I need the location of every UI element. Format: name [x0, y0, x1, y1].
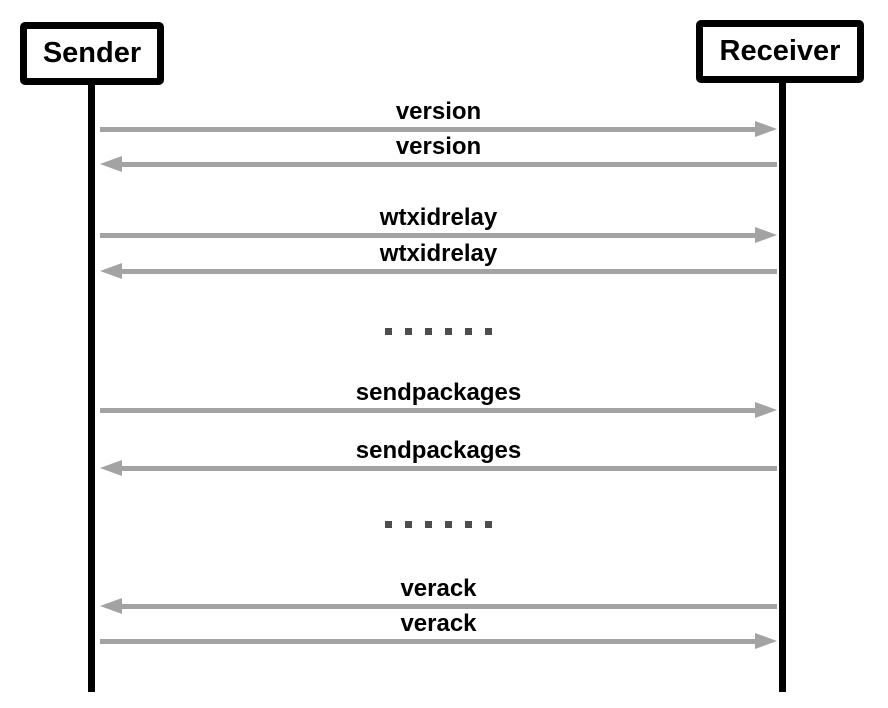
- message-arrow-left: [100, 460, 777, 476]
- message-label: verack: [400, 575, 477, 602]
- dot: [445, 521, 452, 528]
- arrow-line: [119, 269, 777, 274]
- dot: [485, 521, 492, 528]
- arrow-line: [119, 162, 777, 167]
- participant-receiver-label: Receiver: [719, 35, 841, 67]
- message-label: verack: [400, 610, 477, 637]
- dot: [405, 521, 412, 528]
- arrow-line: [119, 604, 777, 609]
- dot: [405, 328, 412, 335]
- receiver-lifeline: [779, 82, 786, 692]
- message-label: sendpackages: [355, 379, 522, 406]
- arrowhead-left-icon: [100, 598, 122, 614]
- dot: [445, 328, 452, 335]
- arrowhead-right-icon: [755, 227, 777, 243]
- arrow-line: [100, 127, 758, 132]
- message-label: version: [395, 133, 482, 160]
- arrow-line: [100, 233, 758, 238]
- ellipsis-dots: [100, 328, 777, 335]
- dot: [385, 328, 392, 335]
- arrowhead-right-icon: [755, 121, 777, 137]
- arrow-line: [119, 466, 777, 471]
- arrowhead-right-icon: [755, 402, 777, 418]
- dot: [425, 521, 432, 528]
- message-label: wtxidrelay: [379, 204, 498, 231]
- arrow-line: [100, 639, 758, 644]
- dot: [425, 328, 432, 335]
- message-label: wtxidrelay: [379, 240, 498, 267]
- message-arrow-right: [100, 633, 777, 649]
- message-arrow-left: [100, 263, 777, 279]
- message-label: version: [395, 98, 482, 125]
- message-label: sendpackages: [355, 437, 522, 464]
- message-arrow-right: [100, 121, 777, 137]
- sender-lifeline: [88, 84, 95, 692]
- message-arrow-left: [100, 156, 777, 172]
- participant-receiver-box: Receiver: [696, 20, 864, 83]
- arrowhead-left-icon: [100, 263, 122, 279]
- ellipsis-dots: [100, 521, 777, 528]
- participant-sender-label: Sender: [42, 37, 142, 69]
- participant-sender-box: Sender: [20, 22, 164, 85]
- dot: [485, 328, 492, 335]
- dot: [385, 521, 392, 528]
- message-arrow-right: [100, 227, 777, 243]
- dot: [465, 521, 472, 528]
- message-arrow-right: [100, 402, 777, 418]
- arrowhead-left-icon: [100, 156, 122, 172]
- arrow-line: [100, 408, 758, 413]
- message-arrow-left: [100, 598, 777, 614]
- arrowhead-right-icon: [755, 633, 777, 649]
- dot: [465, 328, 472, 335]
- arrowhead-left-icon: [100, 460, 122, 476]
